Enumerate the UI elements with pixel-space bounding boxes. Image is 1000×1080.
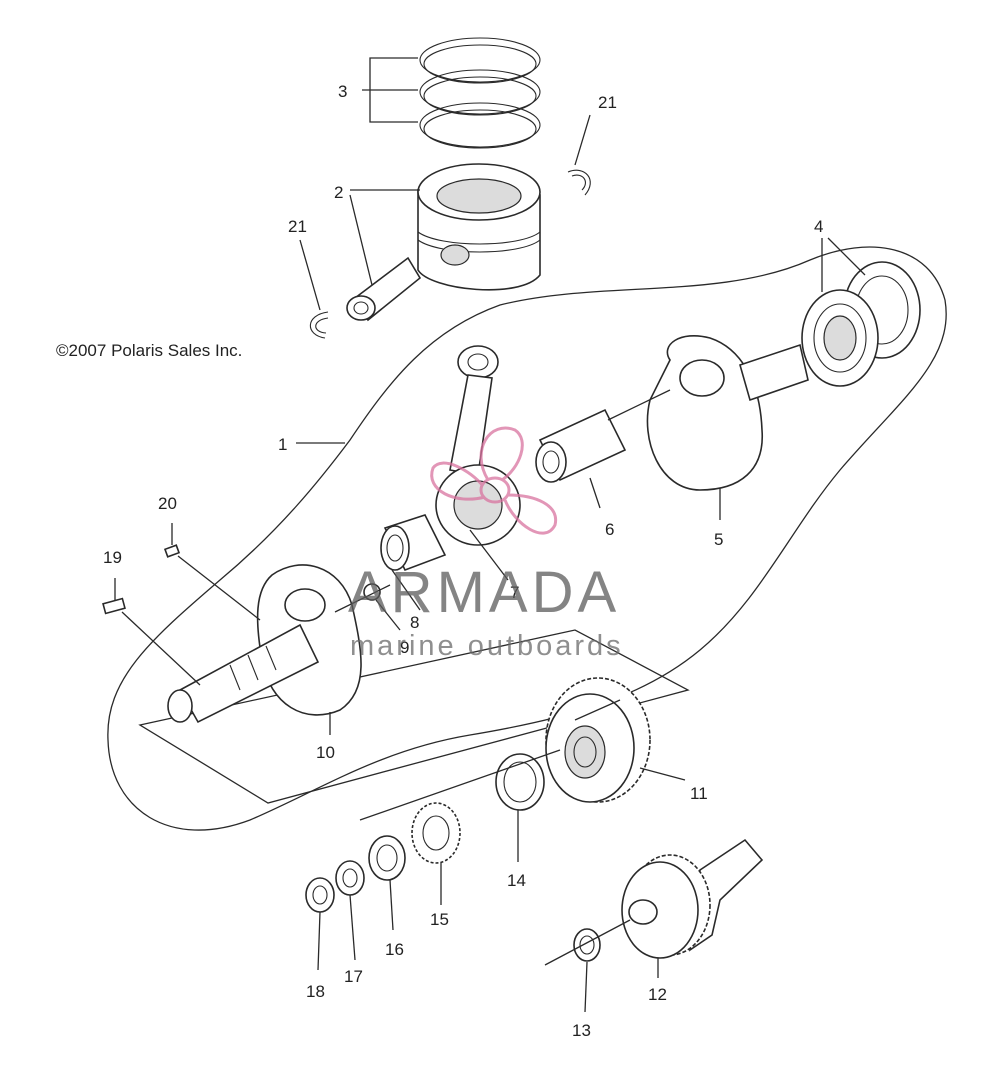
main-bearings <box>801 261 921 387</box>
callout-21-right: 21 <box>598 93 617 112</box>
copyright-text: ©2007 Polaris Sales Inc. <box>56 341 242 360</box>
woodruff-key-20 <box>163 544 181 558</box>
watermark-brand: ARMADA <box>348 560 620 625</box>
callout-9: 9 <box>400 638 409 657</box>
crankshaft-right-half <box>646 335 809 491</box>
callout-6: 6 <box>605 520 614 539</box>
drive-sprocket <box>411 802 461 864</box>
callout-10: 10 <box>316 743 335 762</box>
assembly-axis-lines <box>334 389 671 966</box>
armada-logo: ARMADA marine outboards <box>348 426 624 662</box>
crank-group-outline <box>138 629 690 804</box>
balancer-washer <box>573 928 601 962</box>
circlip-left <box>309 311 329 339</box>
hex-nut <box>305 877 335 913</box>
callout-14: 14 <box>507 871 526 890</box>
callout-13: 13 <box>572 1021 591 1040</box>
callout-18: 18 <box>306 982 325 1001</box>
woodruff-key-19 <box>102 597 126 615</box>
callout-1: 1 <box>278 435 287 454</box>
watermark-tagline: marine outboards <box>350 630 624 662</box>
crank-pin <box>535 408 627 483</box>
piston <box>417 163 541 291</box>
callout-16: 16 <box>385 940 404 959</box>
needle-bearing <box>380 514 447 572</box>
connecting-rod <box>435 345 521 546</box>
leader-lines <box>114 57 866 1013</box>
lock-nut <box>368 835 406 881</box>
circlip-right <box>567 169 591 196</box>
crankshaft-left-half <box>167 564 362 724</box>
callout-8: 8 <box>410 613 419 632</box>
callout-17: 17 <box>344 967 363 986</box>
balancer-shaft-gear <box>621 838 764 959</box>
callout-2: 2 <box>334 183 343 202</box>
callout-3: 3 <box>338 82 347 101</box>
callout-15: 15 <box>430 910 449 929</box>
piston-rings <box>419 37 541 149</box>
propeller-icon <box>430 426 558 535</box>
callout-19: 19 <box>103 548 122 567</box>
callout-11: 11 <box>690 784 708 803</box>
flat-washer <box>335 860 365 896</box>
assembly-outline <box>107 246 947 831</box>
callout-12: 12 <box>648 985 667 1004</box>
callout-4: 4 <box>814 217 823 236</box>
callout-labels: 1 2 3 4 5 6 7 8 9 10 11 12 13 14 15 16 1… <box>103 82 823 1040</box>
crank-gear <box>545 677 651 803</box>
shim-washer <box>495 753 545 811</box>
callout-7: 7 <box>510 583 519 602</box>
piston-pin <box>346 256 422 322</box>
callout-5: 5 <box>714 530 723 549</box>
callout-21-left: 21 <box>288 217 307 236</box>
callout-20: 20 <box>158 494 177 513</box>
